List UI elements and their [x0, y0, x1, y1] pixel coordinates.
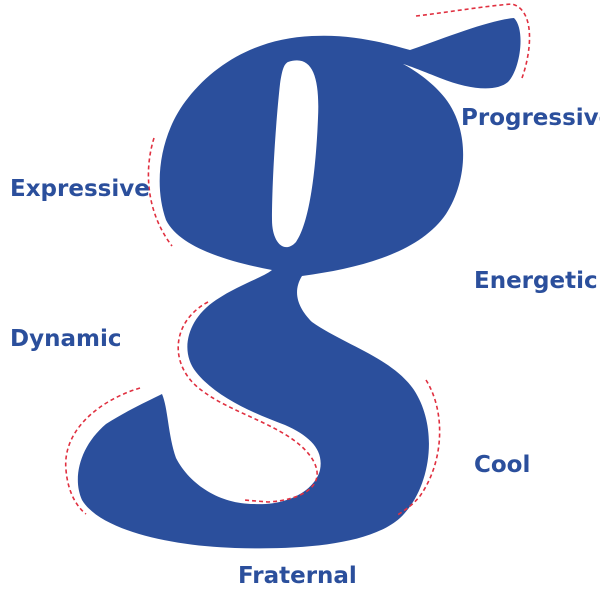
label-fraternal: Fraternal: [238, 563, 357, 589]
label-progressive: Progressive: [461, 105, 600, 131]
guide-top-right: [415, 3, 531, 79]
g-glyph: [77, 18, 521, 549]
outline-guides: [65, 3, 531, 517]
label-cool: Cool: [474, 452, 531, 478]
label-energetic: Energetic: [474, 268, 598, 294]
guide-left-upper: [147, 137, 173, 247]
label-dynamic: Dynamic: [10, 326, 122, 352]
guide-bottom-left: [65, 387, 141, 515]
label-expressive: Expressive: [10, 176, 150, 202]
g-glyph-shape: [77, 18, 521, 549]
guide-inner-s: [177, 301, 318, 503]
guide-bottom-right: [395, 379, 441, 517]
